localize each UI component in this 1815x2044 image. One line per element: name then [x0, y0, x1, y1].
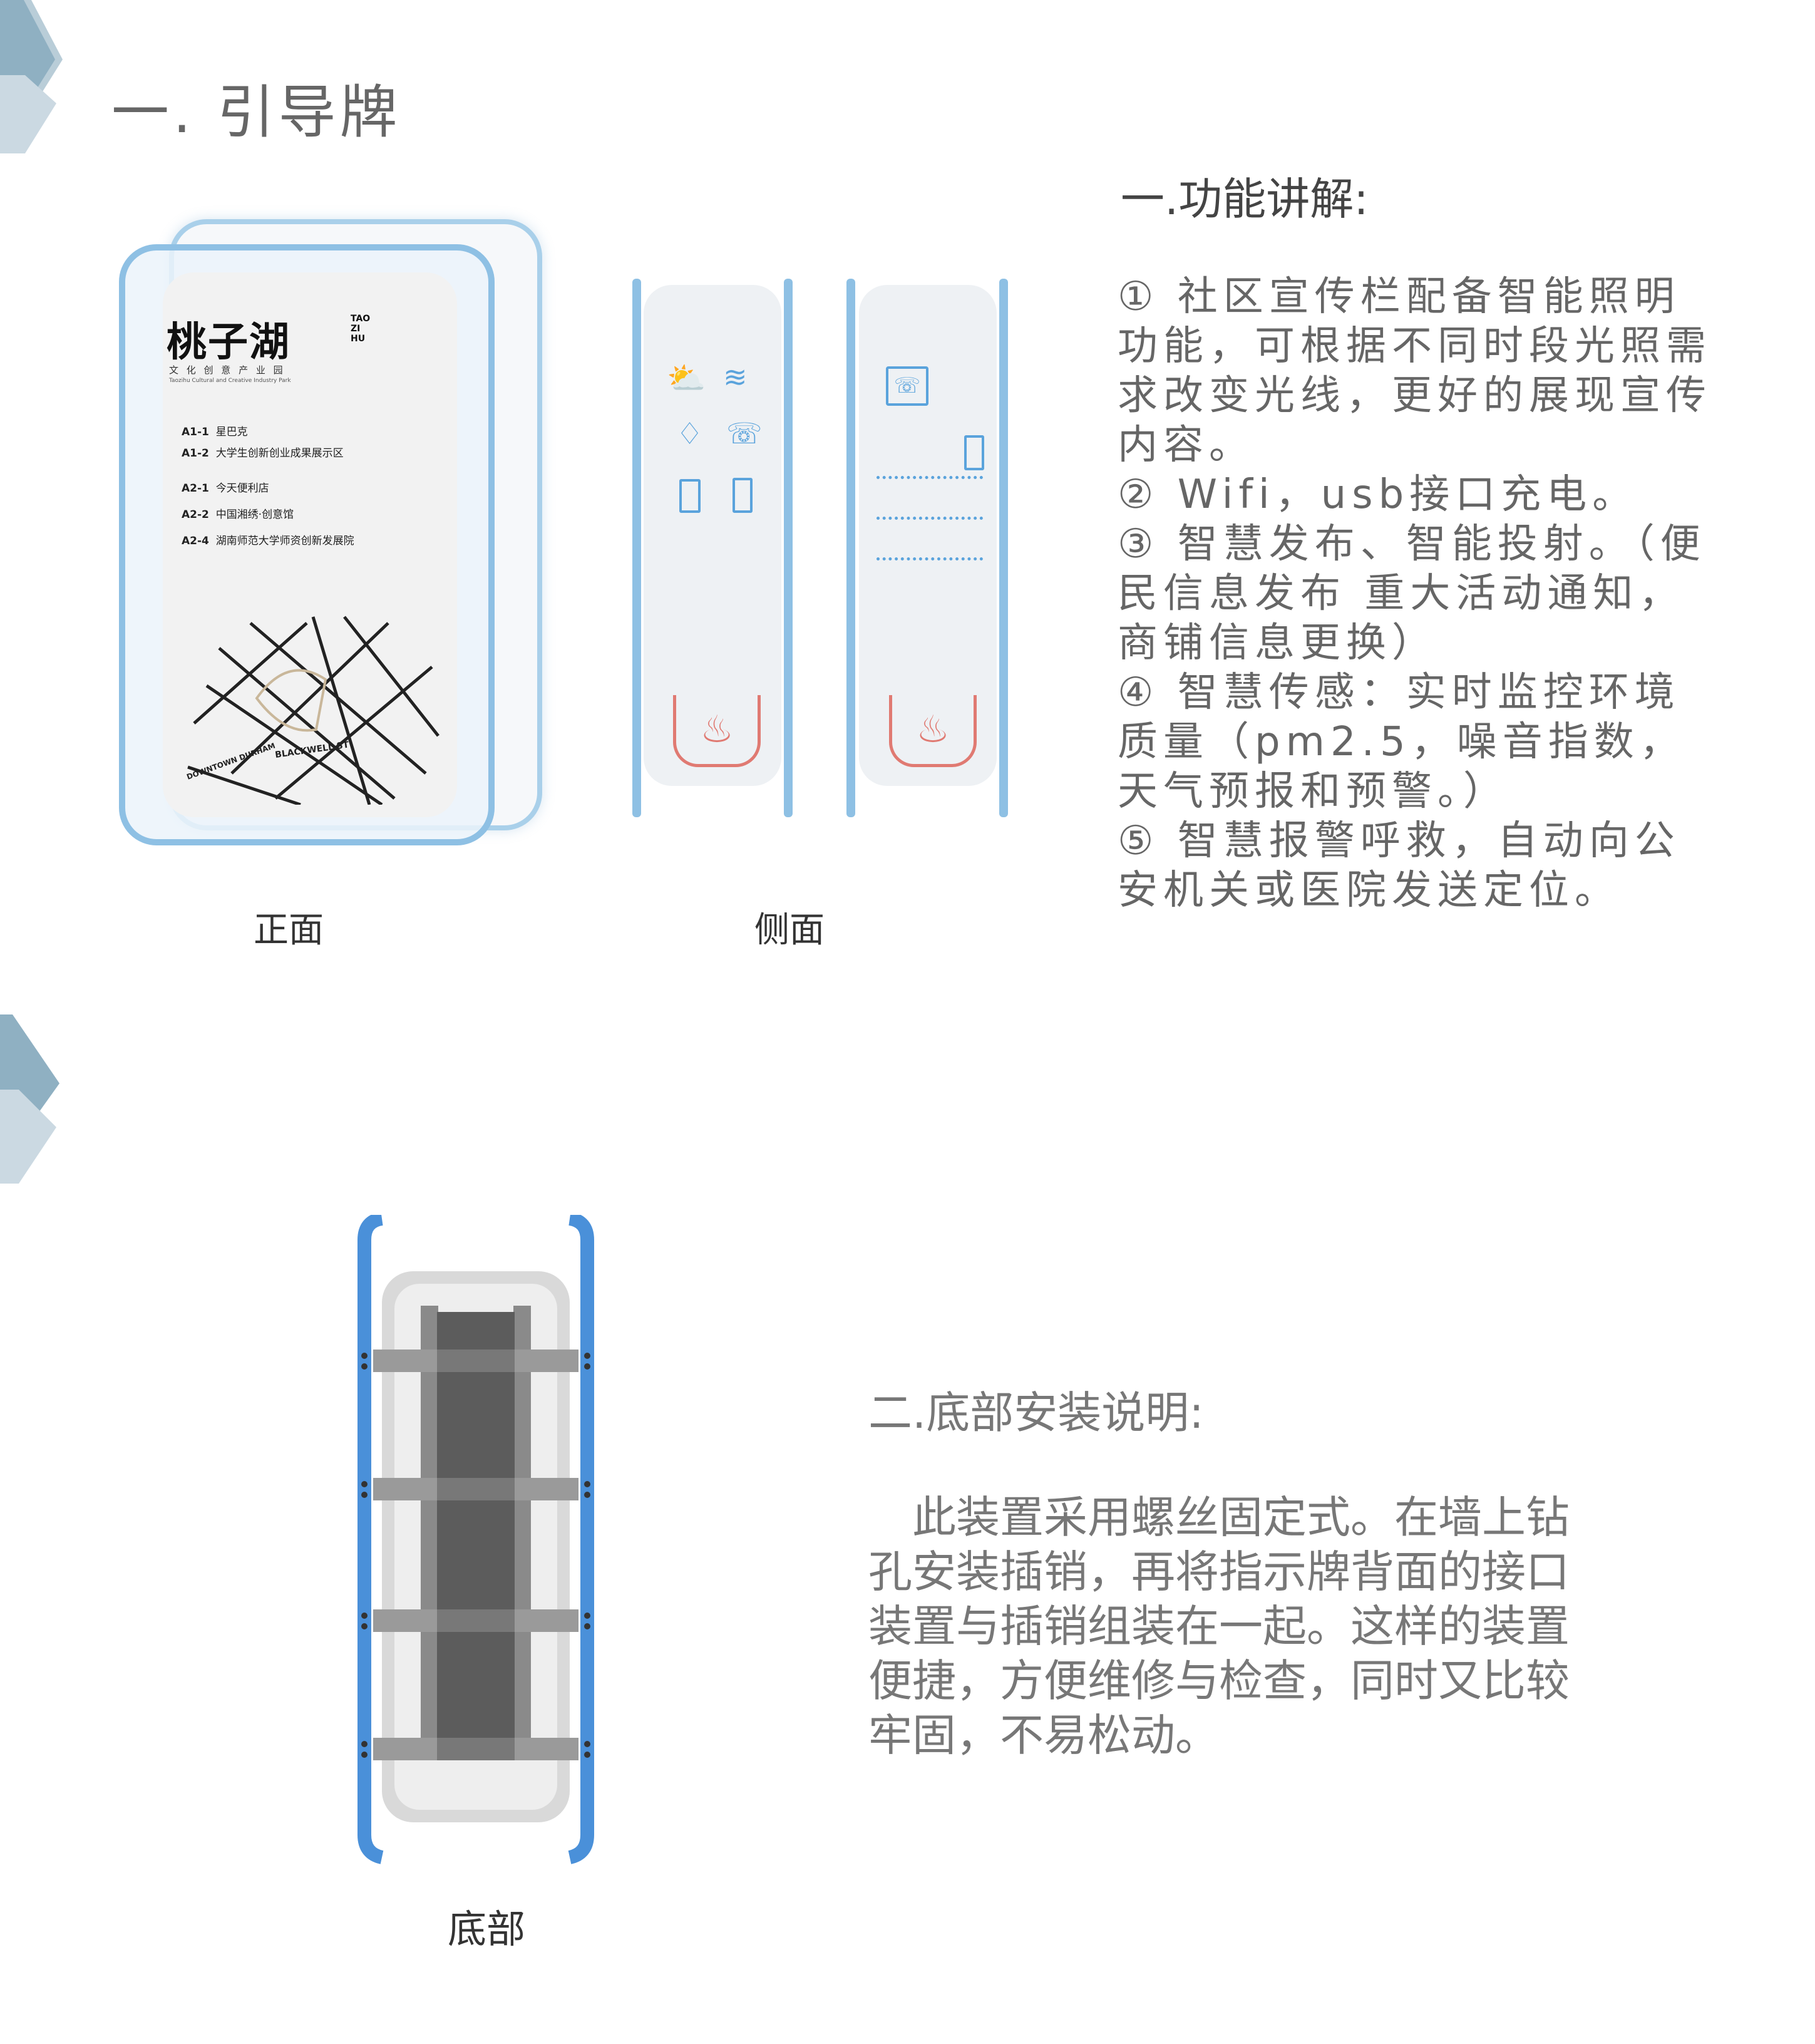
front-view-caption: 正面	[254, 910, 324, 951]
weather-icon: ⛅	[667, 360, 706, 396]
side-left-front-bar	[632, 279, 641, 817]
bulb-icon: ♢	[676, 416, 704, 452]
wifi-icon: ≋	[723, 360, 748, 394]
charging-icon	[964, 435, 984, 470]
screen-icon: ☏	[886, 366, 928, 406]
fire-extinguisher-icon: ♨	[889, 695, 977, 767]
chevron-decoration-bottom	[0, 1014, 59, 1184]
side-right-front-bar	[846, 279, 855, 817]
battery-icon	[733, 478, 753, 513]
fire-extinguisher-icon: ♨	[673, 695, 761, 767]
directory-item: A2-2 中国湘绣·创意馆	[182, 508, 294, 521]
divider-line	[877, 517, 983, 520]
front-view-illustration: 桃子湖 TAO ZI HU 文 化 创 意 产 业 园 Taozihu Cult…	[113, 213, 551, 858]
functions-title: 一.功能讲解:	[1121, 173, 1369, 225]
phone-icon: ☏	[726, 416, 763, 450]
function-item: ⑤ 智慧报警呼救，自动向公安机关或医院发送定位。	[1118, 818, 1680, 914]
brand-english: Taozihu Cultural and Creative Industry P…	[169, 378, 291, 384]
street-map: BLACKWELL ST DOWNTOWN DURHAM	[185, 616, 440, 805]
directory-item: A1-2 大学生创新创业成果展示区	[182, 447, 344, 460]
side-view-illustration: ⛅ ≋ ♢ ☏ ♨ ☏ ♨	[626, 279, 1027, 823]
map-label-downtown: DOWNTOWN DURHAM	[185, 741, 276, 782]
side-right-back-bar	[999, 279, 1008, 817]
installation-title: 二.底部安装说明:	[868, 1387, 1204, 1438]
brand-name: 桃子湖	[167, 319, 291, 366]
function-item: ② Wifi，usb接口充电。	[1118, 472, 1638, 518]
side-view-caption: 侧面	[754, 910, 825, 951]
divider-line	[877, 476, 983, 479]
tablet-icon	[679, 479, 701, 513]
directory-item: A1-1 星巴克	[182, 426, 248, 438]
bottom-view-caption: 底部	[448, 1906, 526, 1952]
divider-line	[877, 557, 983, 560]
function-item: ① 社区宣传栏配备智能照明功能，可根据不同时段光照需求改变光线，更好的展现宣传内…	[1118, 274, 1712, 468]
chevron-decoration-top	[0, 0, 63, 153]
functions-list: ① 社区宣传栏配备智能照明功能，可根据不同时段光照需求改变光线，更好的展现宣传内…	[1118, 272, 1719, 916]
function-item: ③ 智慧发布、智能投射。（便民信息发布 重大活动通知，商铺信息更换）	[1118, 521, 1706, 666]
directory-list: A1-1 星巴克 A1-2 大学生创新创业成果展示区 A2-1 今天便利店 A2…	[182, 423, 451, 553]
directory-item: A2-4 湖南师范大学师资创新发展院	[182, 535, 354, 547]
installation-body: 此装置采用螺丝固定式。在墙上钻孔安装插销，再将指示牌背面的接口装置与插销组装在一…	[868, 1492, 1570, 1761]
section-title: 一. 引导牌	[111, 79, 401, 146]
side-left-back-bar	[784, 279, 793, 817]
function-item: ④ 智慧传感：实时监控环境质量（pm2.5，噪音指数，天气预报和预警。）	[1118, 669, 1685, 815]
directory-item: A2-1 今天便利店	[182, 482, 269, 495]
sign-face: 桃子湖 TAO ZI HU 文 化 创 意 产 业 园 Taozihu Cult…	[163, 272, 457, 817]
brand-subtitle: 文 化 创 意 产 业 园	[169, 364, 285, 376]
brand-pinyin: TAO ZI HU	[351, 314, 371, 344]
bottom-view-illustration	[357, 1215, 594, 1864]
